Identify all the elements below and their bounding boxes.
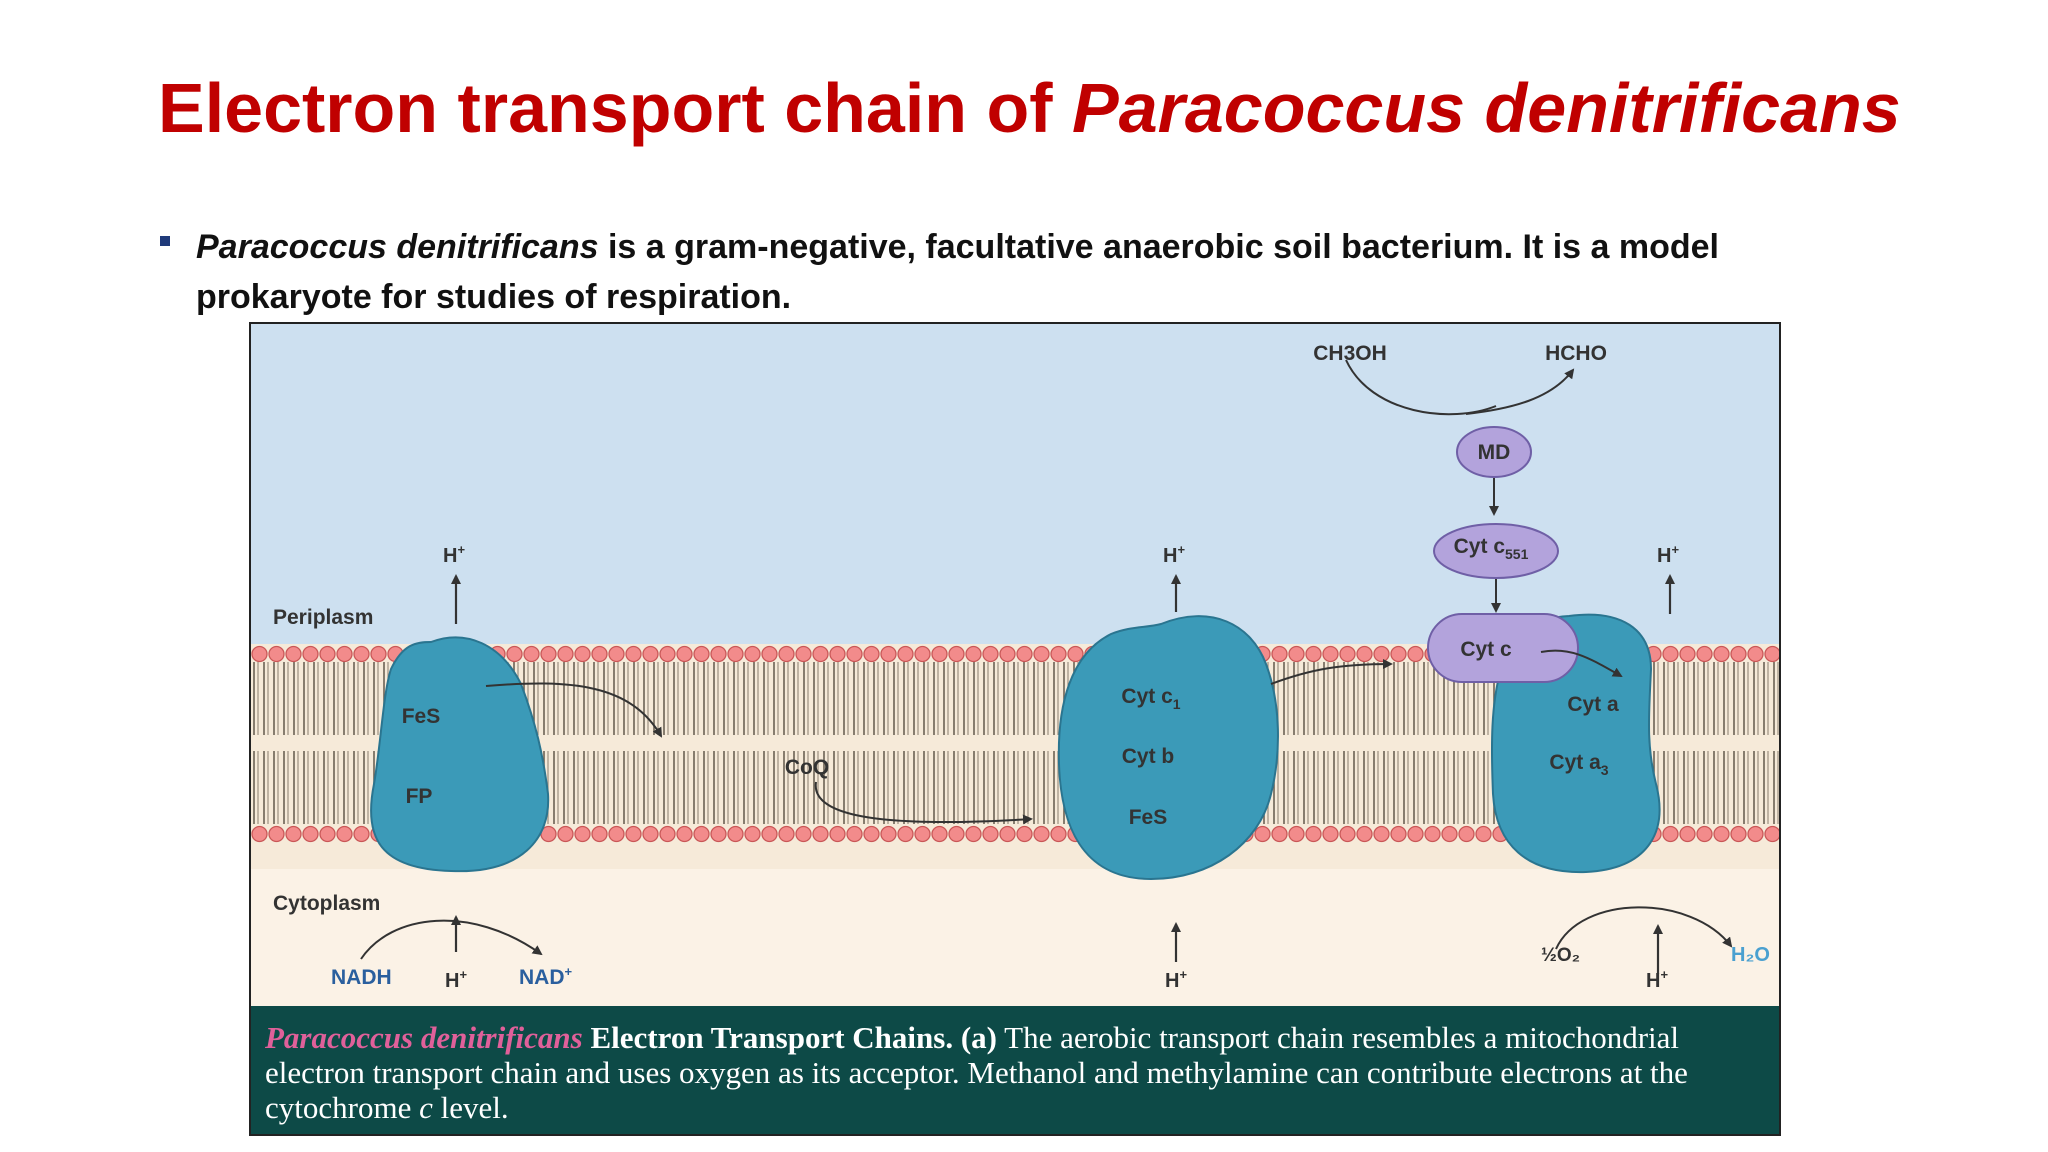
half-oxygen-label: ½O₂	[1541, 945, 1580, 966]
title-plain: Electron transport chain of	[158, 69, 1072, 147]
bullet-description: is a gram-negative, facultative anaerobi…	[196, 228, 1720, 316]
bullet-text: Paracoccus denitrificans is a gram-negat…	[196, 222, 1796, 322]
complex-iii-cyt-b: Cyt b	[1122, 745, 1175, 768]
bullet-organism: Paracoccus denitrificans	[196, 228, 599, 266]
md-label: MD	[1478, 441, 1511, 464]
complex-iv-cyt-a: Cyt a	[1567, 693, 1619, 716]
methanol-label: CH3OH	[1313, 342, 1387, 365]
bullet-square-icon	[160, 236, 170, 246]
h-plus-c4-in: H+	[1646, 967, 1668, 992]
lipid-heads-inner	[251, 823, 1779, 843]
caption-text-2: level.	[432, 1090, 509, 1125]
h-plus-c1-out: H+	[443, 542, 465, 567]
md-enzyme	[1456, 426, 1532, 478]
periplasm-label: Periplasm	[273, 606, 373, 629]
water-label: H₂O	[1731, 944, 1770, 966]
caption-c-italic: c	[419, 1090, 433, 1125]
slide-title: Electron transport chain of Paracoccus d…	[158, 68, 1901, 148]
complex-iii-cyt-c1: Cyt c1	[1121, 685, 1180, 712]
h-plus-c4-out: H+	[1657, 542, 1679, 567]
complex-i-fes: FeS	[402, 705, 441, 728]
cytoplasm-region	[251, 869, 1779, 1006]
h-plus-c1-in: H+	[445, 967, 467, 992]
figure-caption: Paracoccus denitrificans Electron Transp…	[251, 1006, 1779, 1134]
cyt-c-label: Cyt c	[1460, 638, 1512, 661]
complex-iv-cyt-a3: Cyt a3	[1549, 751, 1608, 778]
formaldehyde-label: HCHO	[1545, 342, 1607, 365]
caption-heading: Electron Transport Chains. (a)	[582, 1020, 997, 1055]
cytoplasm-label: Cytoplasm	[273, 892, 380, 915]
complex-i-fp: FP	[406, 785, 433, 808]
coq-label: CoQ	[785, 756, 829, 779]
cyt-c	[1427, 613, 1579, 683]
nad-label: NAD+	[519, 964, 573, 989]
electron-transport-figure: Periplasm Cytoplasm FeS FP Cyt c1 Cyt b …	[249, 322, 1781, 1136]
cyt-c551-label: Cyt c551	[1454, 535, 1529, 562]
periplasm-region	[251, 324, 1779, 644]
cyt-c551	[1433, 523, 1559, 579]
complex-iii	[1057, 615, 1279, 881]
caption-organism: Paracoccus denitrificans	[265, 1020, 583, 1055]
proton-arrows	[451, 574, 1675, 974]
etc-diagram: Periplasm Cytoplasm FeS FP Cyt c1 Cyt b …	[251, 324, 1779, 1006]
lipid-heads-outer	[251, 643, 1779, 663]
electron-flow-arrows	[360, 359, 1733, 960]
title-organism: Paracoccus denitrificans	[1072, 69, 1901, 147]
caption-text-1: The aerobic transport chain resembles a …	[265, 1020, 1688, 1125]
nadh-label: NADH	[331, 966, 392, 989]
h-plus-c3-in: H+	[1165, 967, 1187, 992]
h-plus-c3-out: H+	[1163, 542, 1185, 567]
complex-iii-fes: FeS	[1129, 806, 1168, 829]
